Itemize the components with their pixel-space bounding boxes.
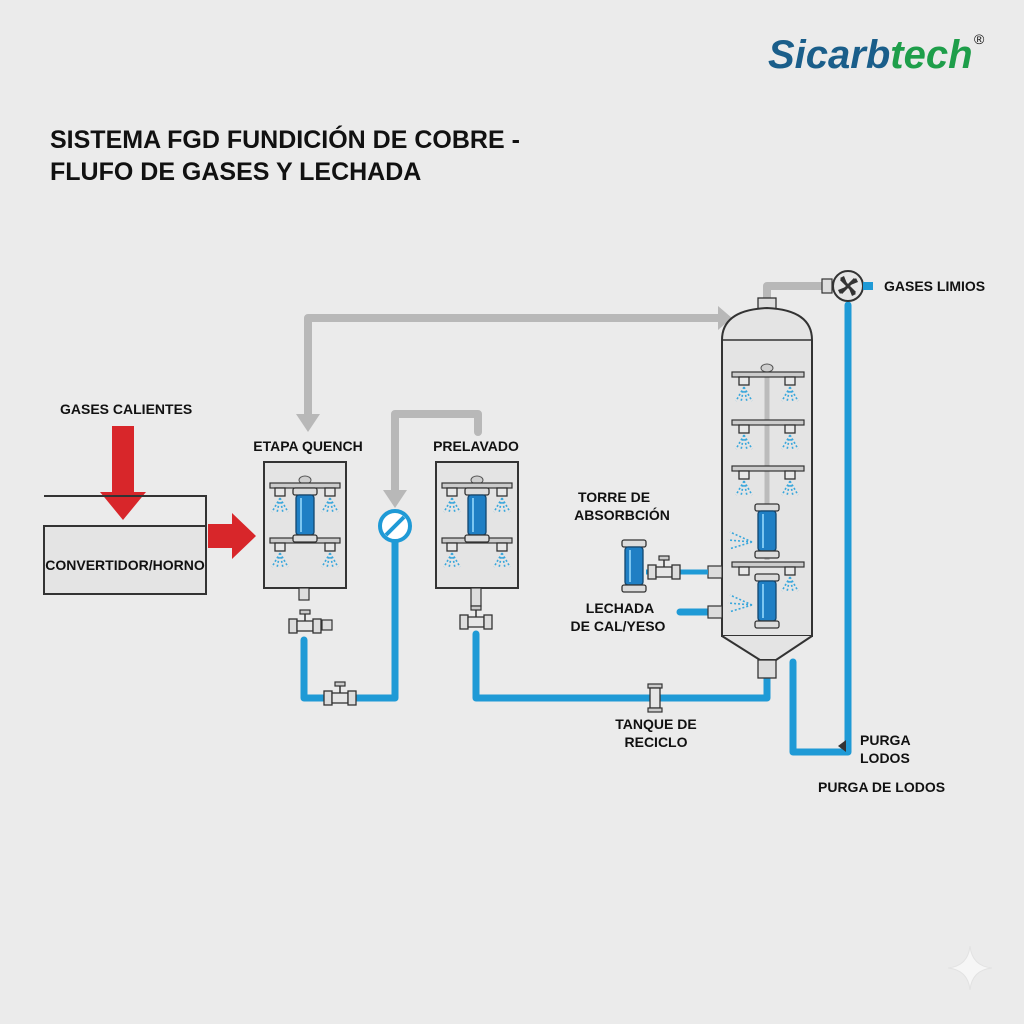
brand-name: Sicarbtech: [768, 33, 973, 77]
quench-vessel: ETAPA QUENCH: [253, 438, 363, 634]
slurry-line-prewash-to-tower: [472, 630, 771, 702]
gas-line-tower-top-to-fan: [763, 282, 836, 304]
page-title-line2: FLUFO DE GASES Y LECHADA: [50, 158, 421, 186]
brand-logo: Sicarbtech ®: [768, 31, 985, 77]
furnace: CONVERTIDOR/HORNO: [43, 495, 207, 595]
recycle-valve[interactable]: [647, 683, 663, 713]
gas-line-tower-to-quench: [304, 314, 722, 422]
slurry-label-line2: DE CAL/YESO: [571, 618, 666, 634]
clean-gases-label: GASES LIMIOS: [884, 278, 985, 294]
hot-gases-label: GASES CALIENTES: [60, 401, 192, 417]
valve-icon[interactable]: [321, 619, 333, 631]
prewash-label: PRELAVADO: [433, 438, 519, 454]
purge-arrow-icon: [838, 740, 846, 752]
purge-label-line2: LODOS: [860, 750, 910, 766]
purge-label-line1: PURGA: [860, 732, 911, 748]
valve-icon[interactable]: [288, 609, 322, 634]
gas-arrowheads: [296, 306, 732, 508]
absorber-tower: [707, 297, 813, 679]
check-valve-icon[interactable]: [378, 509, 412, 543]
valve-icon[interactable]: [459, 605, 493, 630]
sparkle-icon: [947, 945, 993, 991]
valve-icon[interactable]: [323, 681, 357, 706]
valve-icon[interactable]: [647, 555, 681, 580]
quench-label: ETAPA QUENCH: [253, 438, 362, 454]
purge-full-label: PURGA DE LODOS: [818, 779, 945, 795]
slurry-label-line1: LECHADA: [586, 600, 654, 616]
hot-gas-right-arrow: [208, 513, 256, 559]
tower-label-line1: TORRE DE: [578, 489, 650, 505]
recycle-label-line1: TANQUE DE: [615, 716, 696, 732]
furnace-label: CONVERTIDOR/HORNO: [45, 557, 205, 573]
registered-mark: ®: [974, 31, 985, 47]
gas-lines: [304, 282, 836, 498]
fan-icon[interactable]: [821, 270, 873, 302]
recycle-label-line2: RECICLO: [625, 734, 688, 750]
slurry-line-tower-to-purge: [789, 301, 852, 756]
gas-line-prewash-to-check: [391, 410, 482, 498]
prewash-vessel: PRELAVADO: [433, 438, 519, 630]
hot-gas-down-arrow: [100, 426, 146, 520]
page-title-line1: SISTEMA FGD FUNDICIÓN DE COBRE -: [50, 124, 520, 154]
tower-label-line2: ABSORBCIÓN: [574, 506, 670, 523]
slurry-feed-unit: [621, 539, 708, 593]
